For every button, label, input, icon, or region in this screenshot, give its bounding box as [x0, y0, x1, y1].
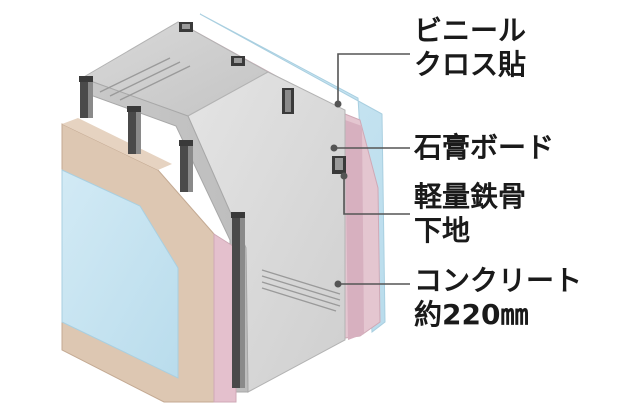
label-vinyl-cloth-line2: クロス貼 [414, 48, 527, 81]
label-steel-frame-line1: 軽量鉄骨 [414, 180, 527, 213]
leader-dot [340, 172, 348, 180]
label-concrete-line1: コンクリート [414, 264, 583, 297]
vinyl-cloth-left [61, 169, 179, 379]
leader-lines [334, 53, 410, 285]
leader-steel-frame [343, 176, 410, 215]
label-concrete: コンクリート 約220㎜ [414, 264, 582, 332]
steel-stud [79, 76, 93, 118]
leader-vinyl-cloth [337, 53, 410, 104]
label-concrete-line2: 約220㎜ [414, 298, 529, 331]
label-gypsum-board: 石膏ボード [414, 131, 554, 165]
vinyl-cloth-right [199, 13, 386, 333]
gypsum-board-left-edge [213, 233, 237, 403]
leader-dot [330, 144, 338, 152]
steel-stud [179, 140, 193, 192]
steel-stud [282, 88, 294, 114]
label-vinyl-cloth: ビニール クロス貼 [414, 14, 526, 82]
label-steel-frame: 軽量鉄骨 下地 [414, 180, 526, 248]
steel-stud [231, 212, 245, 388]
steel-studs [79, 22, 346, 388]
steel-stud [127, 106, 141, 154]
steel-stud-cap [231, 56, 245, 66]
gypsum-board-right-edge [345, 120, 364, 340]
leader-dots [330, 100, 348, 288]
leader-dot [334, 280, 342, 288]
steel-stud [332, 156, 346, 174]
concrete-texture-lines [99, 57, 341, 312]
gypsum-board-left-top [62, 118, 172, 170]
steel-stud-cap [179, 22, 193, 32]
label-gypsum-board-line1: 石膏ボード [414, 131, 555, 164]
label-steel-frame-line2: 下地 [414, 214, 471, 247]
label-vinyl-cloth-line1: ビニール [414, 14, 527, 47]
leader-dot [334, 100, 342, 108]
